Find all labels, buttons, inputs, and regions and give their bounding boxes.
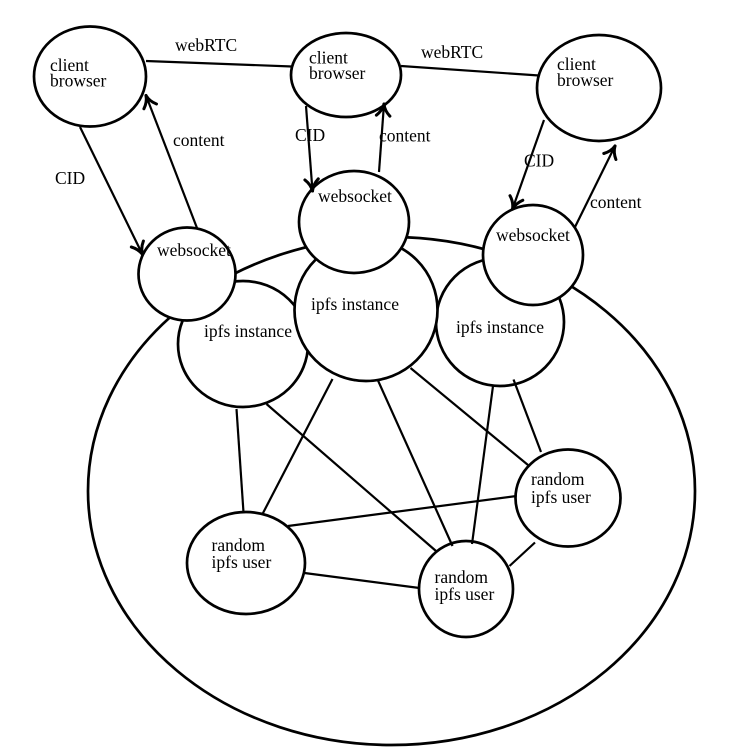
svg-text:ipfs user: ipfs user [435,584,495,604]
svg-text:random: random [531,469,585,489]
svg-text:ipfs instance: ipfs instance [204,321,292,341]
svg-text:ipfs instance: ipfs instance [311,294,399,314]
svg-text:webRTC: webRTC [175,35,237,55]
svg-text:websocket: websocket [157,240,231,260]
svg-text:ipfs user: ipfs user [212,552,272,572]
svg-text:browser: browser [309,63,366,83]
svg-text:websocket: websocket [496,225,570,245]
svg-text:random: random [212,535,266,555]
svg-text:ipfs instance: ipfs instance [456,317,544,337]
svg-text:random: random [435,567,489,587]
svg-text:browser: browser [557,70,614,90]
svg-text:CID: CID [295,125,325,145]
svg-text:webRTC: webRTC [421,42,483,62]
svg-text:content: content [379,126,431,146]
svg-text:ipfs user: ipfs user [531,487,591,507]
svg-text:websocket: websocket [318,186,392,206]
svg-text:content: content [590,192,642,212]
svg-text:client: client [309,48,348,68]
svg-text:client: client [557,54,596,74]
svg-text:browser: browser [50,71,107,91]
svg-text:CID: CID [55,168,85,188]
svg-text:content: content [173,130,225,150]
svg-text:CID: CID [524,151,554,171]
svg-text:client: client [50,55,89,75]
